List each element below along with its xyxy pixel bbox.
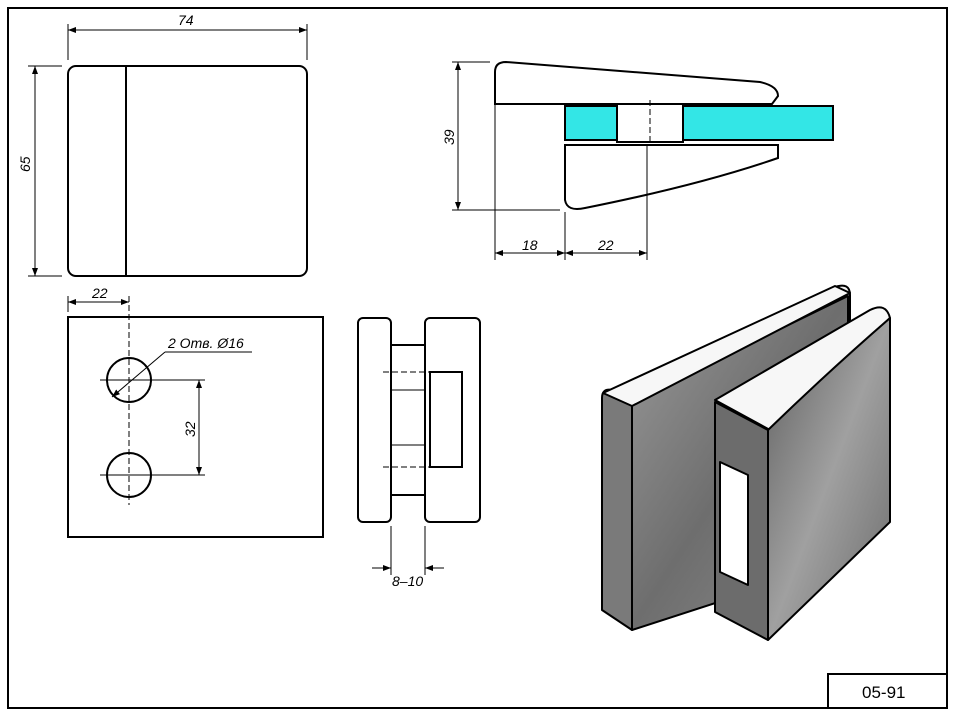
- side-profile-view: [452, 60, 834, 260]
- end-view: [357, 317, 481, 575]
- dim-hole-spacing: 32: [182, 421, 198, 437]
- plate-view: [67, 296, 324, 538]
- dim-offset-1: 18: [522, 237, 538, 253]
- dim-height: 65: [17, 156, 33, 172]
- dim-hole-offset: 22: [91, 285, 108, 301]
- front-view: [28, 24, 308, 277]
- glass-panel: [564, 105, 834, 141]
- dim-width: 74: [178, 12, 194, 28]
- drawing-code: 05-91: [862, 683, 905, 702]
- isometric-view: [601, 284, 891, 641]
- dim-profile-height: 39: [441, 129, 457, 145]
- code-box: [827, 673, 948, 709]
- sheet-border: [7, 7, 948, 709]
- dim-glass-thickness: 8–10: [392, 573, 423, 589]
- holes-note: 2 Отв. Ø16: [167, 335, 244, 351]
- dim-offset-2: 22: [597, 237, 614, 253]
